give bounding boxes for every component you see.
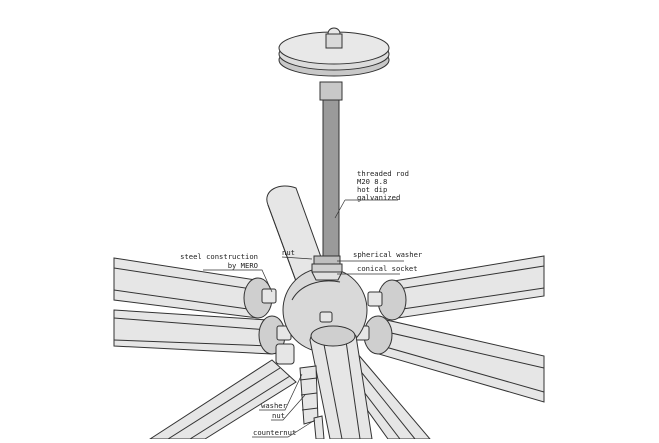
label-washer: washer — [261, 401, 288, 410]
label-counternut: counternut — [253, 428, 296, 437]
label-conical-socket: conical socket — [357, 264, 418, 273]
bottom-bolt — [299, 365, 325, 440]
label-spherical-washer: spherical washer — [353, 250, 423, 259]
leader-lines — [203, 199, 404, 438]
rod-base-assembly — [311, 255, 343, 281]
label-rod-2: M20 8.8 — [357, 177, 387, 186]
label-rod-4: galvanized — [357, 193, 400, 202]
label-steel-1: steel construction — [180, 252, 258, 261]
tube-front-lower — [309, 325, 373, 440]
tube-left-lower — [148, 343, 297, 440]
label-rod-1: threaded rod — [357, 169, 409, 178]
label-nut-bottom: nut — [272, 411, 285, 420]
tube-left-upper — [113, 257, 277, 319]
tube-left-middle — [113, 309, 292, 355]
label-nut-top: nut — [282, 248, 295, 257]
tube-right-upper — [367, 255, 545, 321]
label-rod-3: hot dip — [357, 185, 387, 194]
label-steel-2: by MERO — [228, 261, 258, 270]
threaded-rod — [319, 81, 343, 259]
top-disc — [278, 27, 390, 77]
